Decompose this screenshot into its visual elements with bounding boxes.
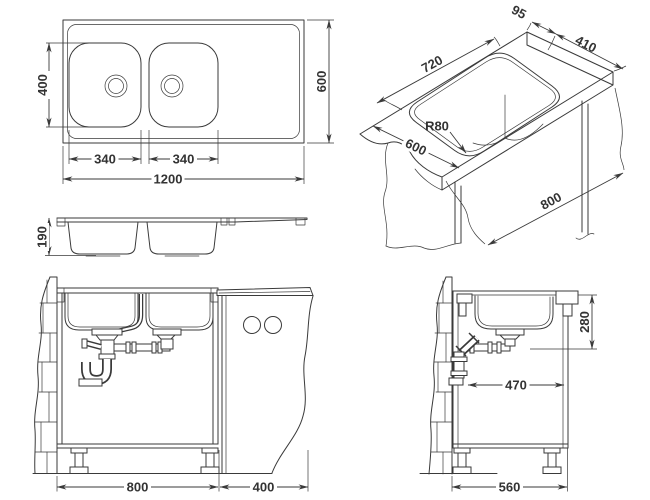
sink-cutout [408, 52, 560, 157]
dim-adjacent-unit-width: 400 [250, 480, 277, 495]
svg-text:800: 800 [538, 189, 564, 212]
svg-text:280: 280 [577, 311, 592, 333]
dim-drain-depth: 280 [577, 308, 592, 336]
svg-text:470: 470 [505, 378, 527, 393]
svg-text:340: 340 [94, 152, 116, 167]
sink-cabinet-side [419, 290, 569, 474]
svg-text:400: 400 [35, 74, 50, 96]
strainer-side [495, 328, 525, 347]
svg-text:190: 190 [35, 226, 50, 248]
drain-plumbing-front [78, 294, 182, 387]
cabinet-panels [383, 100, 595, 250]
sink-section-side [452, 290, 579, 330]
top-plan-view: 400 600 340 340 1200 [35, 19, 334, 187]
svg-text:95: 95 [509, 2, 529, 22]
svg-text:1200: 1200 [154, 172, 183, 187]
dim-bowl-depth: 400 [35, 71, 50, 99]
right-bowl-front [145, 292, 214, 331]
worktop-slab [359, 31, 614, 191]
dim-rear-edge-offset: 95 [509, 2, 529, 22]
p-trap [78, 353, 116, 387]
dim-left-bowl-width: 340 [91, 152, 119, 167]
drain-plumbing-side [448, 328, 525, 386]
svg-text:720: 720 [419, 52, 445, 76]
left-bowl-front [64, 292, 139, 331]
dim-overall-length: 1200 [151, 172, 185, 187]
svg-text:410: 410 [573, 32, 599, 55]
front-installation-view: 800 400 [32, 276, 314, 495]
dim-worktop-depth: 600 [400, 134, 432, 160]
cabinet-feet-side [452, 447, 562, 474]
dim-cutout-length: 720 [419, 52, 445, 76]
svg-text:560: 560 [499, 480, 521, 495]
profile-view: 190 [35, 217, 308, 257]
svg-text:400: 400 [253, 480, 275, 495]
sink-rim-inner-edge [67, 24, 300, 139]
dim-right-bowl-width: 340 [170, 152, 197, 167]
left-bowl-profile [67, 221, 139, 255]
left-strainer-assembly [81, 328, 123, 359]
svg-text:R80: R80 [425, 119, 449, 134]
dim-bowl-height: 190 [35, 223, 50, 251]
dim-overall-depth: 600 [314, 67, 329, 96]
dim-cutout-width: 410 [573, 32, 599, 55]
dim-trap-distance: 470 [502, 378, 530, 393]
right-drain-icon [160, 74, 184, 98]
brick-wall-left [34, 276, 58, 474]
left-drain-icon [104, 74, 128, 98]
dim-cabinet-depth: 560 [496, 480, 523, 495]
brick-wall-side [428, 276, 453, 475]
dim-worktop-length: 800 [538, 189, 564, 212]
mounting-clips [56, 217, 306, 227]
sink-cabinet-front [32, 287, 273, 474]
right-strainer-assembly [152, 328, 182, 350]
right-bowl [148, 42, 219, 128]
isometric-cutout-view: 720 95 410 R80 600 800 [359, 2, 627, 250]
adjacent-unit [216, 286, 314, 474]
left-knob-hole [243, 316, 261, 334]
sink-rim-profile [56, 217, 308, 223]
break-line [271, 295, 314, 474]
svg-text:600: 600 [314, 71, 329, 93]
dim-cabinet-width: 800 [124, 480, 151, 495]
right-knob-hole [264, 316, 282, 334]
svg-text:800: 800 [127, 480, 149, 495]
trap-side [448, 332, 480, 386]
dim-corner-radius: R80 [425, 119, 467, 154]
cabinet-feet [69, 447, 220, 474]
sink-outer-edge [62, 19, 305, 144]
left-bowl [68, 42, 142, 128]
bowl-side [474, 295, 554, 330]
right-bowl-profile [146, 221, 218, 255]
svg-text:340: 340 [173, 152, 195, 167]
side-installation-view: 280 470 560 [419, 276, 597, 495]
